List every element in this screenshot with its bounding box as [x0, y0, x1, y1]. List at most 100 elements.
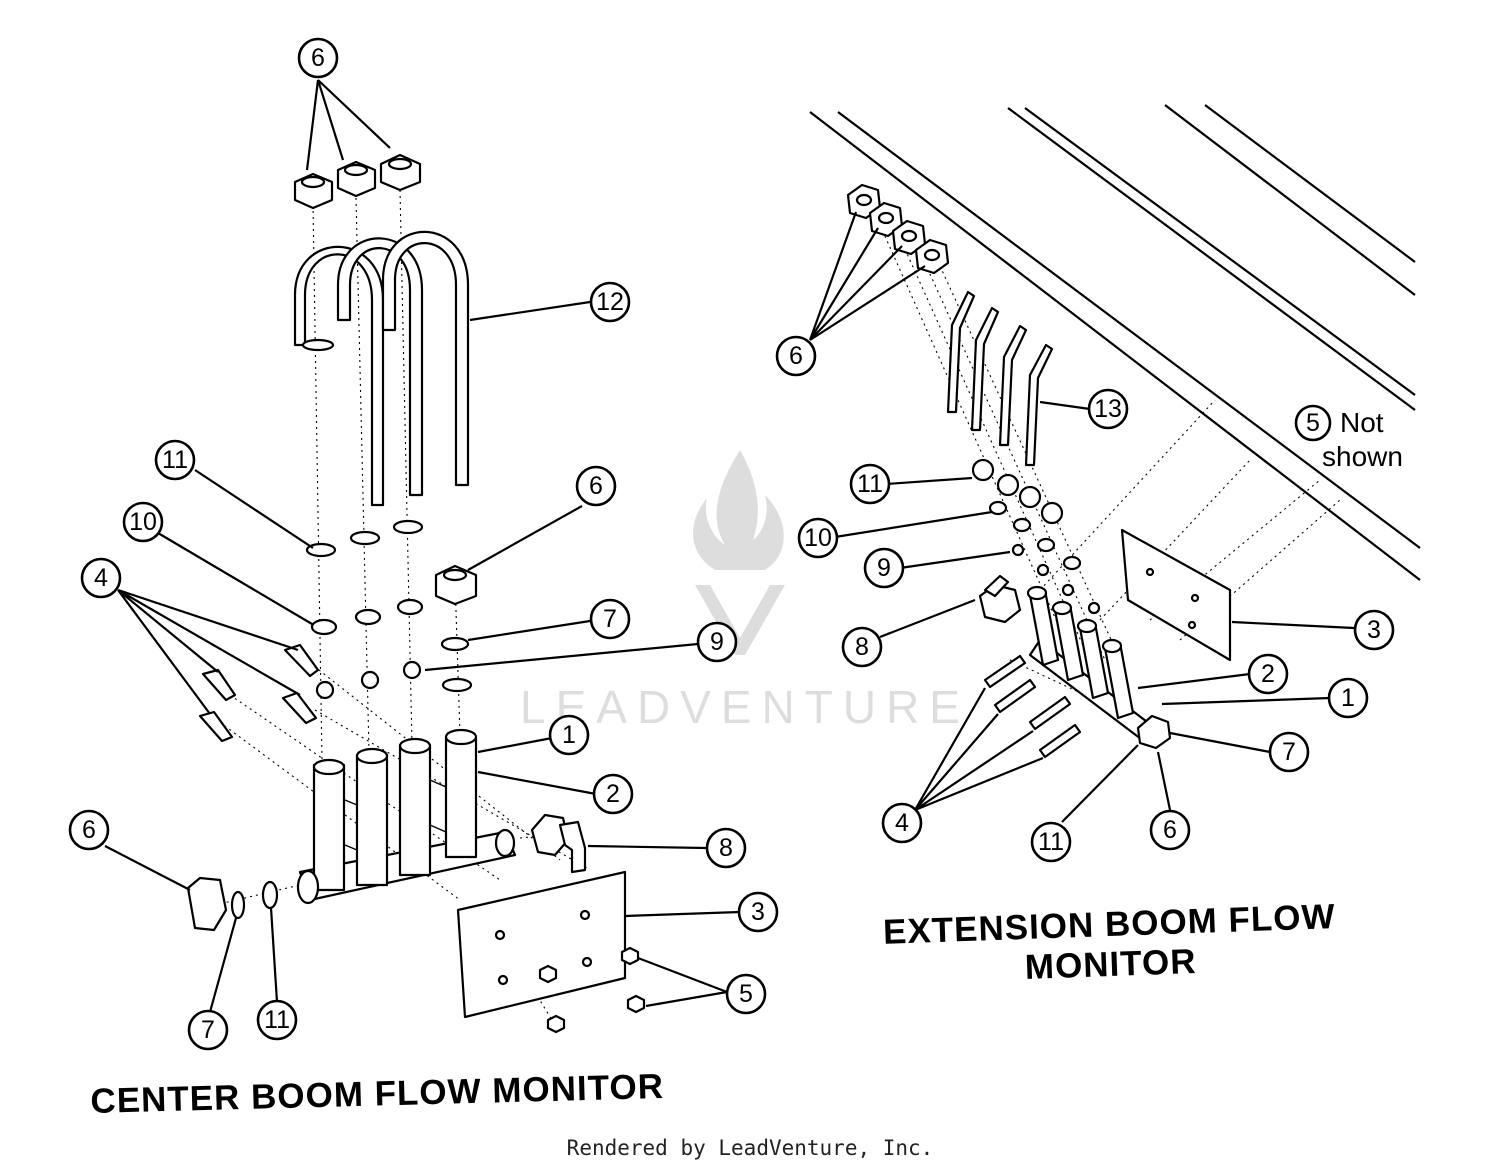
hex-nut-top-1	[293, 172, 334, 210]
svg-text:1: 1	[562, 721, 576, 749]
seals-extension	[971, 458, 1101, 615]
svg-text:4: 4	[94, 564, 108, 592]
manifold-extension	[1026, 585, 1172, 750]
callout-center-11-end: 11	[256, 999, 298, 1041]
seal-11c	[392, 519, 424, 535]
not-shown-note: Not shown	[1322, 406, 1403, 474]
svg-text:11: 11	[857, 470, 883, 498]
callout-center-10: 10	[122, 501, 164, 543]
callout-ext-7: 7	[1268, 731, 1310, 773]
plate-hole	[1187, 620, 1197, 630]
tubes-extension	[946, 290, 1054, 467]
callout-ext-8: 8	[841, 626, 883, 668]
callout-ext-4: 4	[881, 802, 923, 844]
render-credit: Rendered by LeadVenture, Inc.	[566, 1136, 934, 1160]
svg-text:6: 6	[589, 472, 603, 500]
leadventure-watermark: LEADVENTURE	[485, 440, 1005, 733]
svg-text:13: 13	[1094, 395, 1122, 423]
hex-nuts-extension	[846, 183, 950, 275]
svg-text:7: 7	[201, 1016, 215, 1044]
seal-11b	[349, 530, 381, 546]
svg-text:10: 10	[129, 508, 157, 536]
callout-ext-1: 1	[1327, 677, 1369, 719]
svg-text:3: 3	[751, 898, 765, 926]
hex-nut-top-3	[379, 153, 422, 192]
callout-ext-9: 9	[863, 547, 905, 589]
svg-text:9: 9	[710, 628, 724, 656]
ball-9c	[402, 660, 422, 680]
svg-text:2: 2	[606, 780, 620, 808]
note-line2: shown	[1322, 441, 1403, 472]
svg-text:11: 11	[1038, 828, 1064, 856]
extension-boom-title: EXTENSION BOOM FLOW MONITOR	[864, 896, 1356, 993]
callout-center-12: 12	[589, 281, 631, 323]
washer-10b	[354, 608, 382, 626]
bolts-center	[198, 643, 320, 743]
callout-center-6-nut: 6	[575, 465, 617, 507]
callout-center-1: 1	[548, 714, 590, 756]
callout-note-5: 5	[1294, 404, 1332, 442]
callout-ext-3: 3	[1353, 609, 1395, 651]
plate-hole	[1145, 567, 1155, 577]
svg-text:9: 9	[877, 554, 891, 582]
seal-11a	[305, 542, 337, 558]
callout-ext-11-low: 11	[1030, 821, 1072, 863]
ball-9a	[315, 680, 335, 700]
svg-text:10: 10	[804, 524, 832, 552]
callout-center-7: 7	[589, 598, 631, 640]
hex-nut-top-2	[336, 160, 377, 198]
svg-text:3: 3	[1367, 616, 1381, 644]
center-assembly	[104, 79, 741, 1034]
svg-text:6: 6	[789, 342, 803, 370]
washer-10c	[396, 598, 424, 616]
callout-ext-6-top: 6	[775, 335, 817, 377]
callouts-extension: 6 13 11 10 9 8 3 2 1 7 4 11 6 5	[775, 335, 1395, 863]
svg-text:4: 4	[895, 809, 909, 837]
washer-10a	[310, 618, 338, 636]
svg-text:6: 6	[82, 816, 96, 844]
elbow-fitting	[530, 813, 587, 874]
callout-center-5: 5	[725, 973, 767, 1015]
svg-text:5: 5	[739, 980, 753, 1008]
elbow-fitting-extension	[978, 574, 1022, 624]
svg-text:6: 6	[311, 44, 325, 72]
callout-center-6-top: 6	[297, 37, 339, 79]
end-nut-assembly	[186, 876, 279, 932]
callout-ext-11: 11	[849, 463, 891, 505]
extension-assembly	[808, 104, 1421, 823]
hex-nut-side	[434, 564, 478, 606]
svg-text:5: 5	[1306, 409, 1320, 437]
note-line1: Not	[1340, 407, 1384, 438]
svg-text:11: 11	[162, 446, 188, 474]
seal-7b	[441, 677, 473, 693]
svg-text:7: 7	[1282, 738, 1296, 766]
bolts-extension	[983, 654, 1082, 759]
callout-center-8: 8	[705, 827, 747, 869]
callout-ext-13: 13	[1087, 388, 1129, 430]
svg-text:11: 11	[264, 1006, 290, 1034]
callout-ext-2: 2	[1247, 653, 1289, 695]
seal-7a	[440, 636, 470, 652]
callout-center-4: 4	[80, 557, 122, 599]
svg-text:1: 1	[1341, 684, 1355, 712]
svg-text:7: 7	[603, 605, 617, 633]
callout-center-11: 11	[154, 439, 196, 481]
svg-text:12: 12	[596, 288, 624, 316]
watermark-text: LEADVENTURE	[520, 681, 970, 733]
plate-hole	[1190, 593, 1200, 603]
callout-center-3: 3	[737, 891, 779, 933]
callout-center-6-end: 6	[68, 809, 110, 851]
watermark-logo-icon	[693, 450, 785, 655]
svg-text:8: 8	[855, 633, 869, 661]
callouts-center: 6 12 11 10 4 6 7 9 1 2 8 3 5 6 7 11	[68, 37, 779, 1051]
svg-text:2: 2	[1261, 660, 1275, 688]
svg-text:6: 6	[1163, 816, 1177, 844]
mounting-plate-center	[456, 870, 646, 1034]
svg-text:8: 8	[719, 834, 733, 862]
manifold-center	[296, 728, 517, 905]
mounting-plate-extension	[1120, 528, 1232, 662]
ball-9b	[360, 670, 380, 690]
callout-ext-10: 10	[797, 517, 839, 559]
flow-tubes	[293, 230, 470, 507]
